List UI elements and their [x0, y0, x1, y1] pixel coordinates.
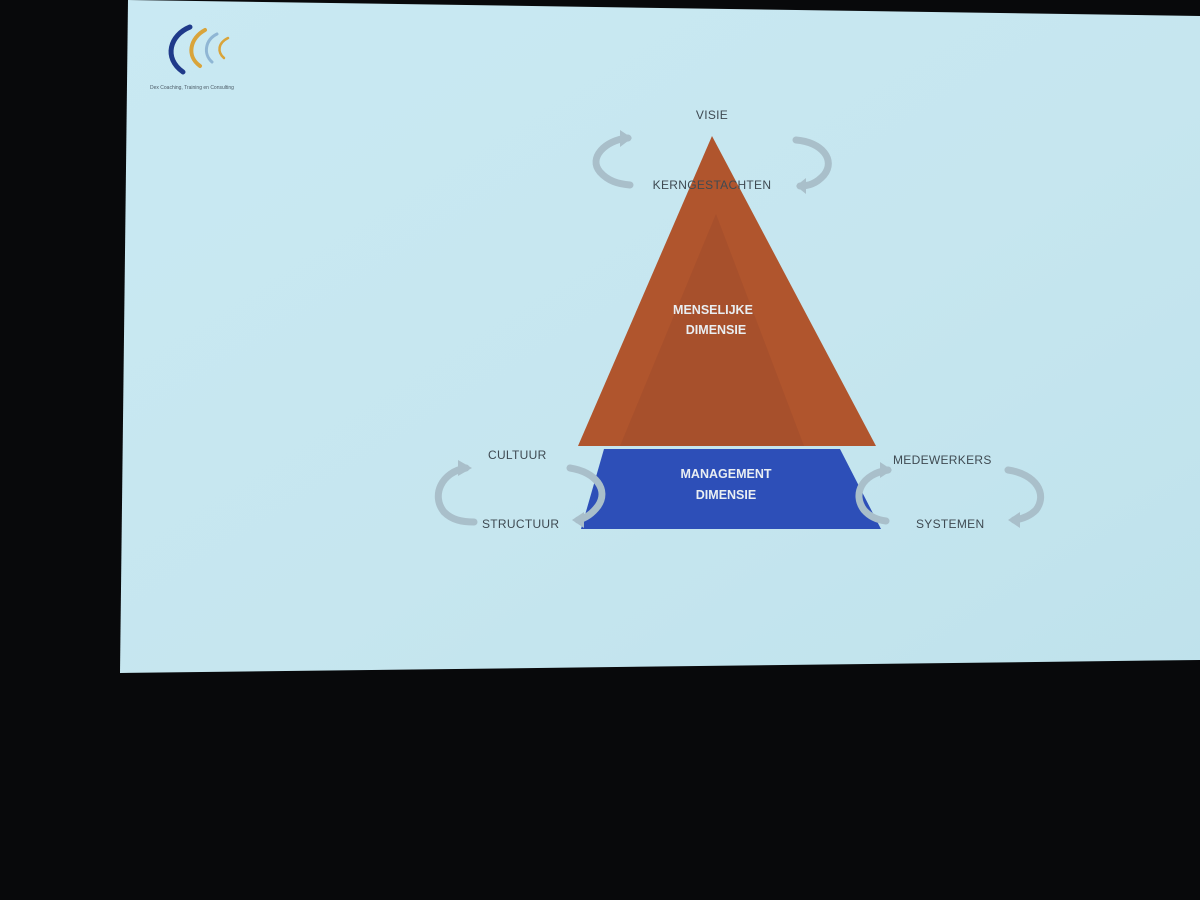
cycle-arrow-right-inner-icon	[855, 462, 892, 525]
cycle-arrow-right-outer-icon	[1004, 466, 1045, 528]
cycle-arrow-left-outer-icon	[434, 460, 478, 526]
label-systemen: SYSTEMEN	[916, 517, 984, 531]
logo-tagline: Dex Coaching, Training en Consulting	[150, 85, 234, 91]
label-visie: VISIE	[696, 108, 728, 122]
company-logo: Dex Coaching, Training en Consulting	[150, 24, 234, 91]
cycle-arrow-top-right-icon	[792, 136, 832, 194]
management-dimension-label-line1: MANAGEMENT	[681, 467, 772, 481]
cycle-arrow-top-left-icon	[592, 130, 634, 189]
human-dimension-label-line1: MENSELIJKE	[673, 303, 753, 317]
human-dimension-label-line2: DIMENSIE	[686, 323, 746, 337]
management-dimension-label-line2: DIMENSIE	[696, 488, 756, 502]
label-structuur: STRUCTUUR	[482, 517, 559, 531]
cycle-arrow-left-inner-icon	[566, 464, 606, 528]
management-dimension-band	[581, 449, 881, 529]
label-cultuur: CULTUUR	[488, 448, 547, 462]
human-dimension-inner-shade	[620, 214, 804, 446]
label-kernwaarden: KERNGESTACHTEN	[653, 178, 772, 192]
label-medewerkers: MEDEWERKERS	[893, 453, 992, 467]
